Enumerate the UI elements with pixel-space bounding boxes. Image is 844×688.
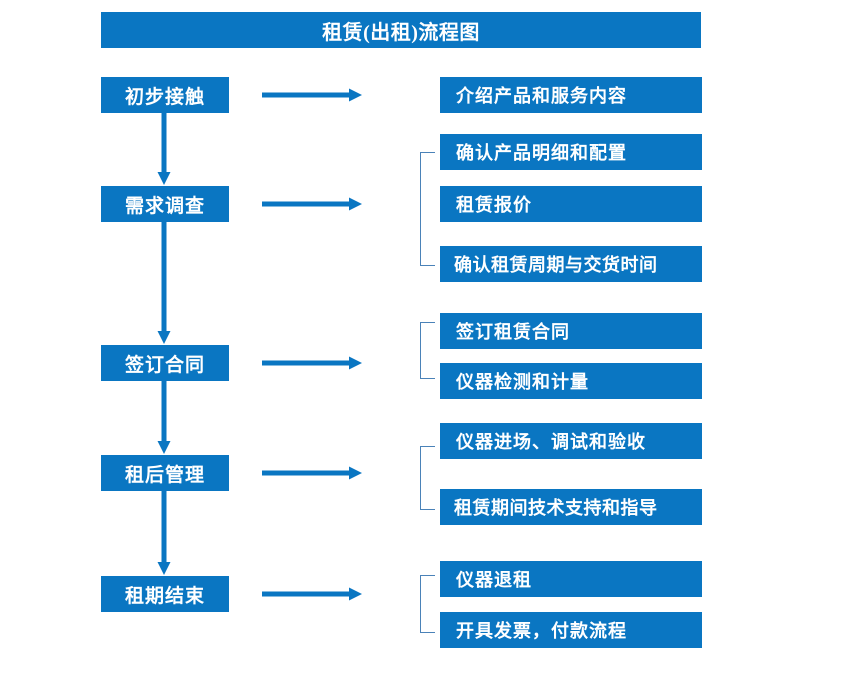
detail-box-5[interactable]: 签订租赁合同 (440, 313, 702, 349)
group-bracket-3 (420, 446, 435, 510)
vertical-arrow-1 (157, 113, 171, 185)
vertical-arrow-3 (157, 381, 171, 454)
group-bracket-1 (420, 152, 435, 266)
detail-box-4[interactable]: 确认租赁周期与交货时间 (440, 246, 702, 282)
detail-box-6[interactable]: 仪器检测和计量 (440, 363, 702, 399)
horizontal-arrow-1 (262, 88, 362, 102)
horizontal-arrow-3 (262, 356, 362, 370)
stage-box-1[interactable]: 初步接触 (101, 77, 229, 113)
diagram-title: 租赁(出租)流程图 (101, 12, 701, 48)
detail-box-1[interactable]: 介绍产品和服务内容 (440, 77, 702, 113)
vertical-arrow-4 (157, 491, 171, 575)
horizontal-arrow-2 (262, 197, 362, 211)
detail-box-9[interactable]: 仪器退租 (440, 561, 702, 597)
detail-box-8[interactable]: 租赁期间技术支持和指导 (440, 489, 702, 525)
stage-box-2[interactable]: 需求调查 (101, 186, 229, 222)
detail-box-2[interactable]: 确认产品明细和配置 (440, 134, 702, 170)
stage-box-3[interactable]: 签订合同 (101, 345, 229, 381)
detail-box-10[interactable]: 开具发票，付款流程 (440, 612, 702, 648)
stage-box-5[interactable]: 租期结束 (101, 576, 229, 612)
detail-box-7[interactable]: 仪器进场、调试和验收 (440, 423, 702, 459)
group-bracket-2 (420, 322, 435, 379)
group-bracket-4 (420, 575, 435, 633)
horizontal-arrow-5 (262, 587, 362, 601)
horizontal-arrow-4 (262, 466, 362, 480)
vertical-arrow-2 (157, 222, 171, 344)
detail-box-3[interactable]: 租赁报价 (440, 186, 702, 222)
stage-box-4[interactable]: 租后管理 (101, 455, 229, 491)
